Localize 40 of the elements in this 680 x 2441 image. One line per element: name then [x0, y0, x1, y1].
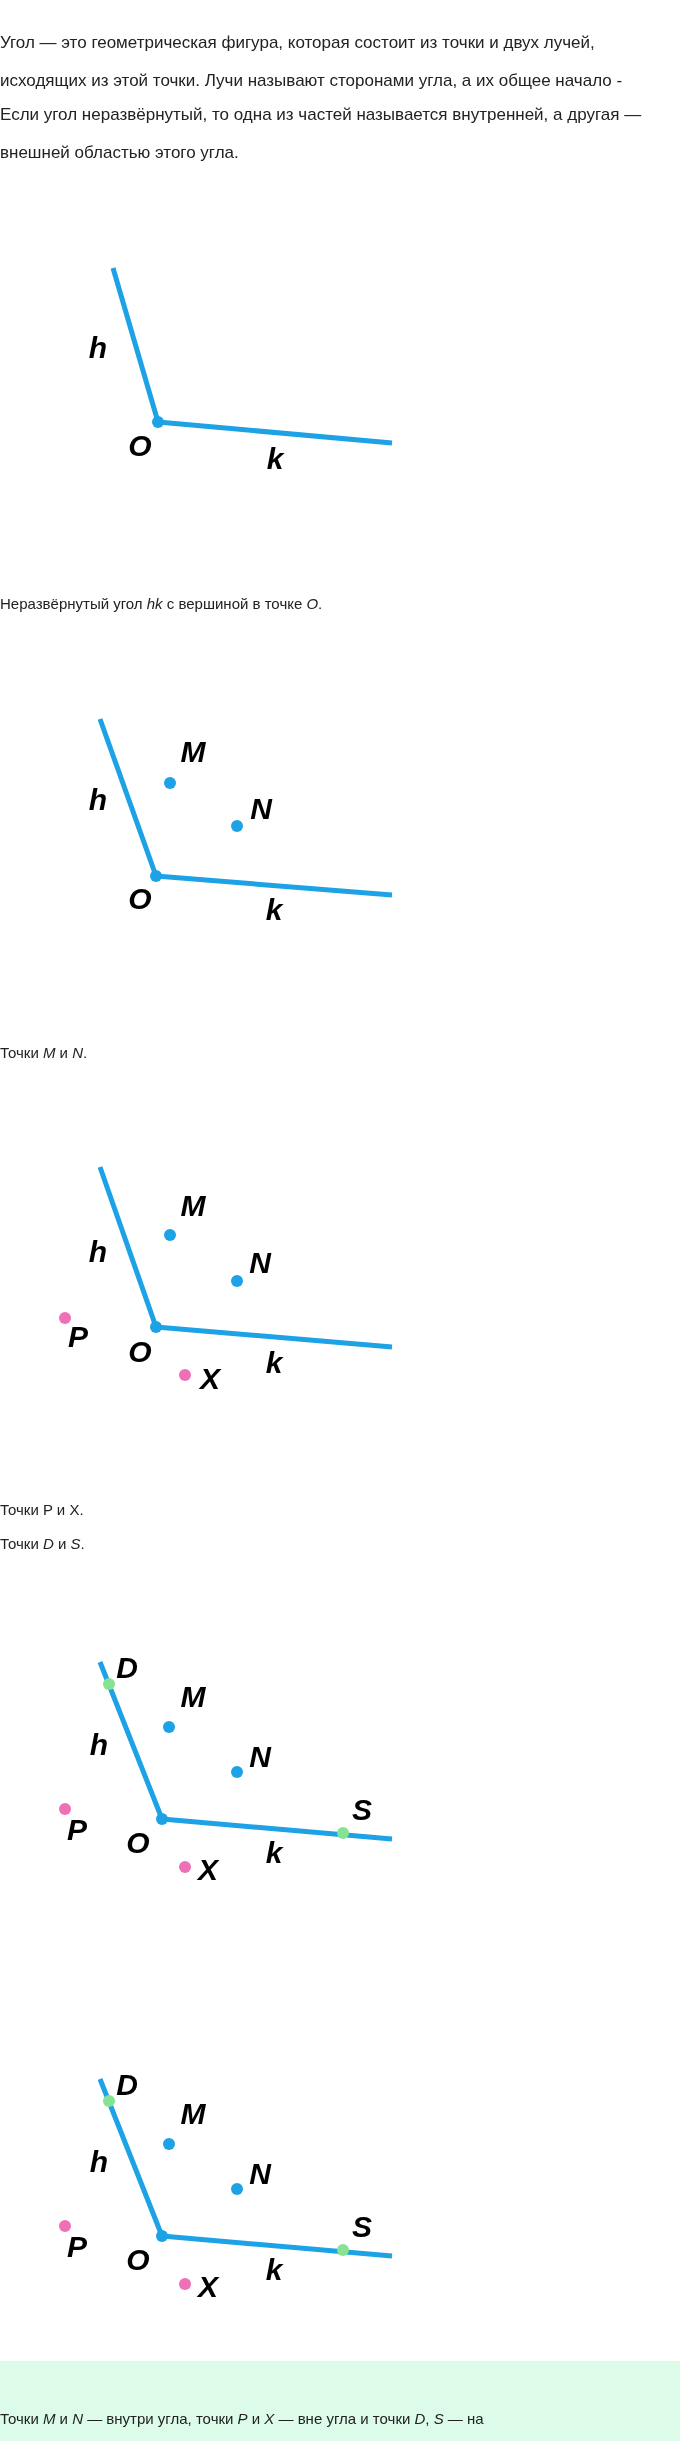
point-label: O — [126, 2245, 150, 2275]
paragraph: Если угол неразвёрнутый, то одна из частей называется внутренней, а другая — внешней областью этого угла. — [0, 104, 643, 164]
answer-text: Точки M и N — внутри угла, точки P и X — вне угла и точки D, S — на — [0, 2409, 485, 2429]
point-label: k — [265, 895, 283, 925]
point-label: M — [180, 1191, 206, 1221]
point-label: h — [88, 1237, 108, 1267]
point-label: k — [265, 2255, 283, 2285]
point-label: P — [67, 1815, 87, 1845]
point-label: X — [200, 1364, 220, 1394]
point-label: h — [88, 785, 108, 815]
point-label: P — [68, 1322, 88, 1352]
point-label: h — [88, 333, 108, 363]
point-label: O — [128, 884, 152, 914]
point-label: X — [198, 1855, 218, 1885]
point-label: N — [250, 794, 272, 824]
point-label: O — [128, 1337, 152, 1367]
paragraph: Угол — это геометрическая фигура, которая состоит из точки и двух лучей, исходящих из этой точки. Лучи называют сторонами угла, а их общее начало - — [0, 32, 624, 92]
point-label: N — [249, 1742, 271, 1772]
point-label: M — [180, 1682, 206, 1712]
point-label: k — [265, 1838, 283, 1868]
point-label: S — [352, 1795, 372, 1825]
caption: Точки P и X. — [0, 1500, 85, 1520]
caption: Точки M и N. — [0, 1043, 89, 1063]
point-label: h — [89, 1730, 109, 1760]
point-label: D — [116, 2070, 138, 2100]
point-label: O — [126, 1828, 150, 1858]
point-label: k — [265, 1348, 283, 1378]
caption: Неразвёрнутый угол hk с вершиной в точке O. — [0, 594, 324, 614]
point-label: N — [249, 1248, 271, 1278]
point-label: M — [180, 737, 206, 767]
point-label: X — [198, 2272, 218, 2302]
point-label: k — [266, 444, 284, 474]
point-label: M — [180, 2099, 206, 2129]
point-label: O — [128, 431, 152, 461]
point-label: P — [67, 2232, 87, 2262]
point-label: D — [116, 1653, 138, 1683]
point-label: h — [89, 2147, 109, 2177]
caption: Точки D и S. — [0, 1534, 86, 1554]
point-label: S — [352, 2212, 372, 2242]
point-label: N — [249, 2159, 271, 2189]
